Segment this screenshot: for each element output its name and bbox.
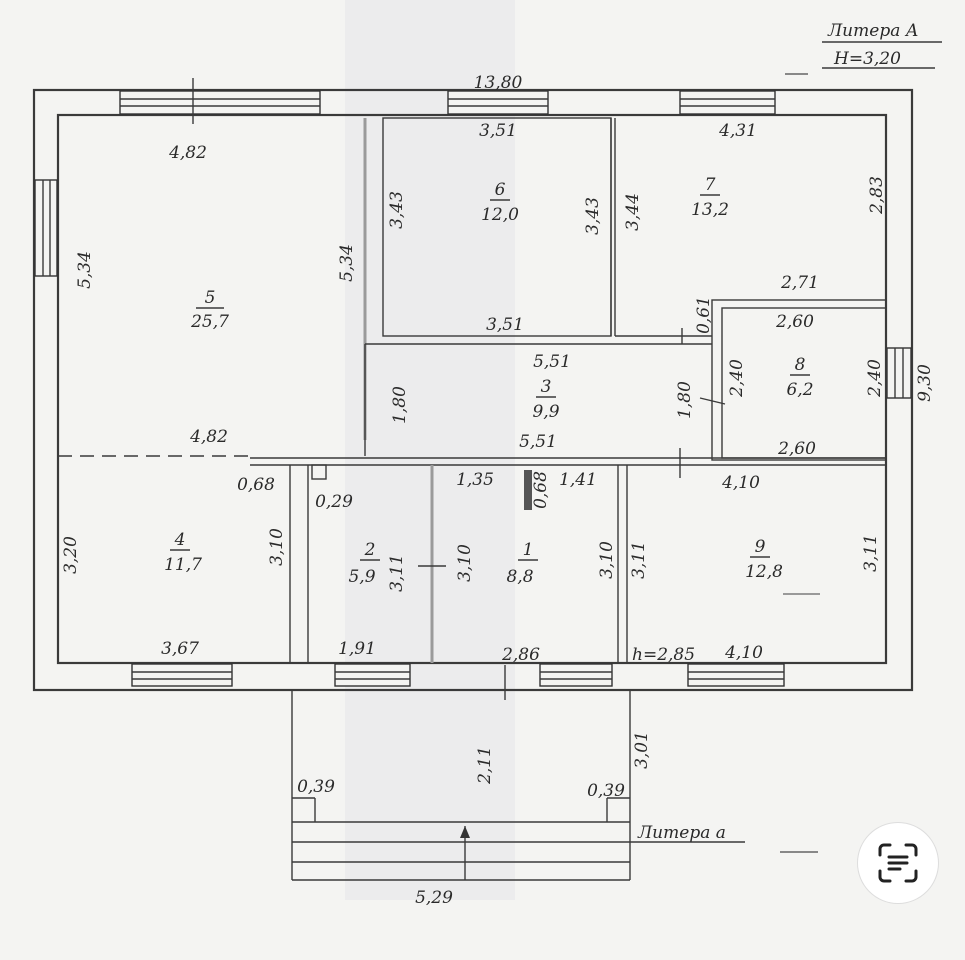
dim-r3-left: 1,80 <box>390 386 410 424</box>
room-5-number: 5 <box>205 288 216 308</box>
dim-total-width: 13,80 <box>474 73 523 93</box>
room-3-number: 3 <box>541 377 552 397</box>
dim-r6-bottom: 3,51 <box>486 315 524 335</box>
porch-title: Литера а <box>637 823 726 843</box>
dim-r7-right: 2,83 <box>867 176 887 215</box>
dim-r4-top: 0,68 <box>237 475 275 495</box>
room-7-area: 13,2 <box>691 200 729 220</box>
room-3-area: 9,9 <box>532 402 559 422</box>
dim-porch-left-step: 0,39 <box>297 777 335 797</box>
dim-r9-bottom: 4,10 <box>724 643 763 663</box>
dim-r7-step: 0,61 <box>694 296 714 334</box>
document-scan-icon <box>878 843 918 883</box>
room-1-area: 8,8 <box>506 567 533 587</box>
porch <box>291 690 745 881</box>
windows <box>34 90 912 687</box>
room-1-number: 1 <box>523 540 534 560</box>
dim-r8-left: 2,40 <box>727 359 747 398</box>
dim-r2-right: 3,11 <box>387 554 407 592</box>
liter-title: Литера А <box>827 21 919 41</box>
dim-r7-left: 3,44 <box>623 193 643 231</box>
dim-r6-right: 3,43 <box>583 197 603 235</box>
dim-r1-left: 3,10 <box>455 544 475 582</box>
dim-r8-bottom: 2,60 <box>777 439 816 459</box>
room-9-area: 12,8 <box>745 562 783 582</box>
room-8-area: 6,2 <box>786 380 813 400</box>
dim-r1-top-c: 1,41 <box>559 470 597 490</box>
dim-r3-right: 1,80 <box>675 381 695 419</box>
dim-r3-bottom: 5,51 <box>519 432 557 452</box>
room-9-number: 9 <box>755 537 766 557</box>
dim-r9-right: 3,11 <box>861 534 881 572</box>
dim-r2-bottom: 1,91 <box>338 639 376 659</box>
outer-wall <box>32 88 914 692</box>
dim-r4-right: 3,10 <box>267 528 287 566</box>
dim-r5-bottom: 4,82 <box>189 427 228 447</box>
scan-shade <box>345 0 515 900</box>
dim-r1-bottom: 2,86 <box>501 645 540 665</box>
dim-r5-top: 4,82 <box>168 143 207 163</box>
room-2-area: 5,9 <box>348 567 375 587</box>
room-6-area: 12,0 <box>481 205 519 225</box>
partitions <box>58 117 887 700</box>
dim-r7-top: 4,31 <box>718 121 757 141</box>
dim-porch-right-step: 0,39 <box>587 781 625 801</box>
dimensions-vertical: 5,34 5,34 3,43 3,43 3,44 2,83 0,61 2,40 … <box>61 176 935 785</box>
room-7-number: 7 <box>705 175 716 195</box>
room-4-number: 4 <box>174 530 186 550</box>
document-scan-button[interactable] <box>858 823 938 903</box>
dim-r9-top: 4,10 <box>721 473 760 493</box>
height-title: Н=3,20 <box>833 49 901 69</box>
dim-r5-right: 5,34 <box>337 244 357 282</box>
dim-total-depth: 9,30 <box>915 364 935 402</box>
room-8-number: 8 <box>795 355 806 375</box>
dim-r6-left: 3,43 <box>387 191 407 229</box>
dim-r7-bottom: 2,71 <box>780 273 819 293</box>
dim-r6-top: 3,51 <box>479 121 517 141</box>
room-labels: 5 25,7 6 12,0 7 13,2 8 6,2 3 9,9 4 11,7 … <box>164 175 813 587</box>
dim-porch-width: 5,29 <box>415 888 453 908</box>
room-5-area: 25,7 <box>190 312 229 332</box>
dim-r1-top-b: 0,68 <box>531 471 551 509</box>
dim-r8-right: 2,40 <box>865 359 885 398</box>
room-6-number: 6 <box>495 180 506 200</box>
dim-r9-left: 3,11 <box>629 541 649 579</box>
dim-r5-left: 5,34 <box>75 251 95 289</box>
dim-porch-side: 3,01 <box>632 731 652 769</box>
entrance-arrow-icon <box>460 826 470 838</box>
dimensions-horizontal: 13,80 4,82 3,51 4,31 2,71 3,51 2,60 5,51… <box>161 73 819 908</box>
column <box>524 470 532 510</box>
dim-r2-top: 0,29 <box>315 492 353 512</box>
dim-height: h=2,85 <box>632 645 695 665</box>
dim-r3-top: 5,51 <box>533 352 571 372</box>
dim-r4-left: 3,20 <box>61 536 81 574</box>
room-4-area: 11,7 <box>164 555 202 575</box>
dim-r1-top-a: 1,35 <box>456 470 494 490</box>
dim-r4-bottom: 3,67 <box>161 639 199 659</box>
dim-r8-top: 2,60 <box>775 312 814 332</box>
dim-r1-right: 3,10 <box>597 541 617 579</box>
dim-porch-depth: 2,11 <box>475 746 495 785</box>
room-2-number: 2 <box>364 540 376 560</box>
